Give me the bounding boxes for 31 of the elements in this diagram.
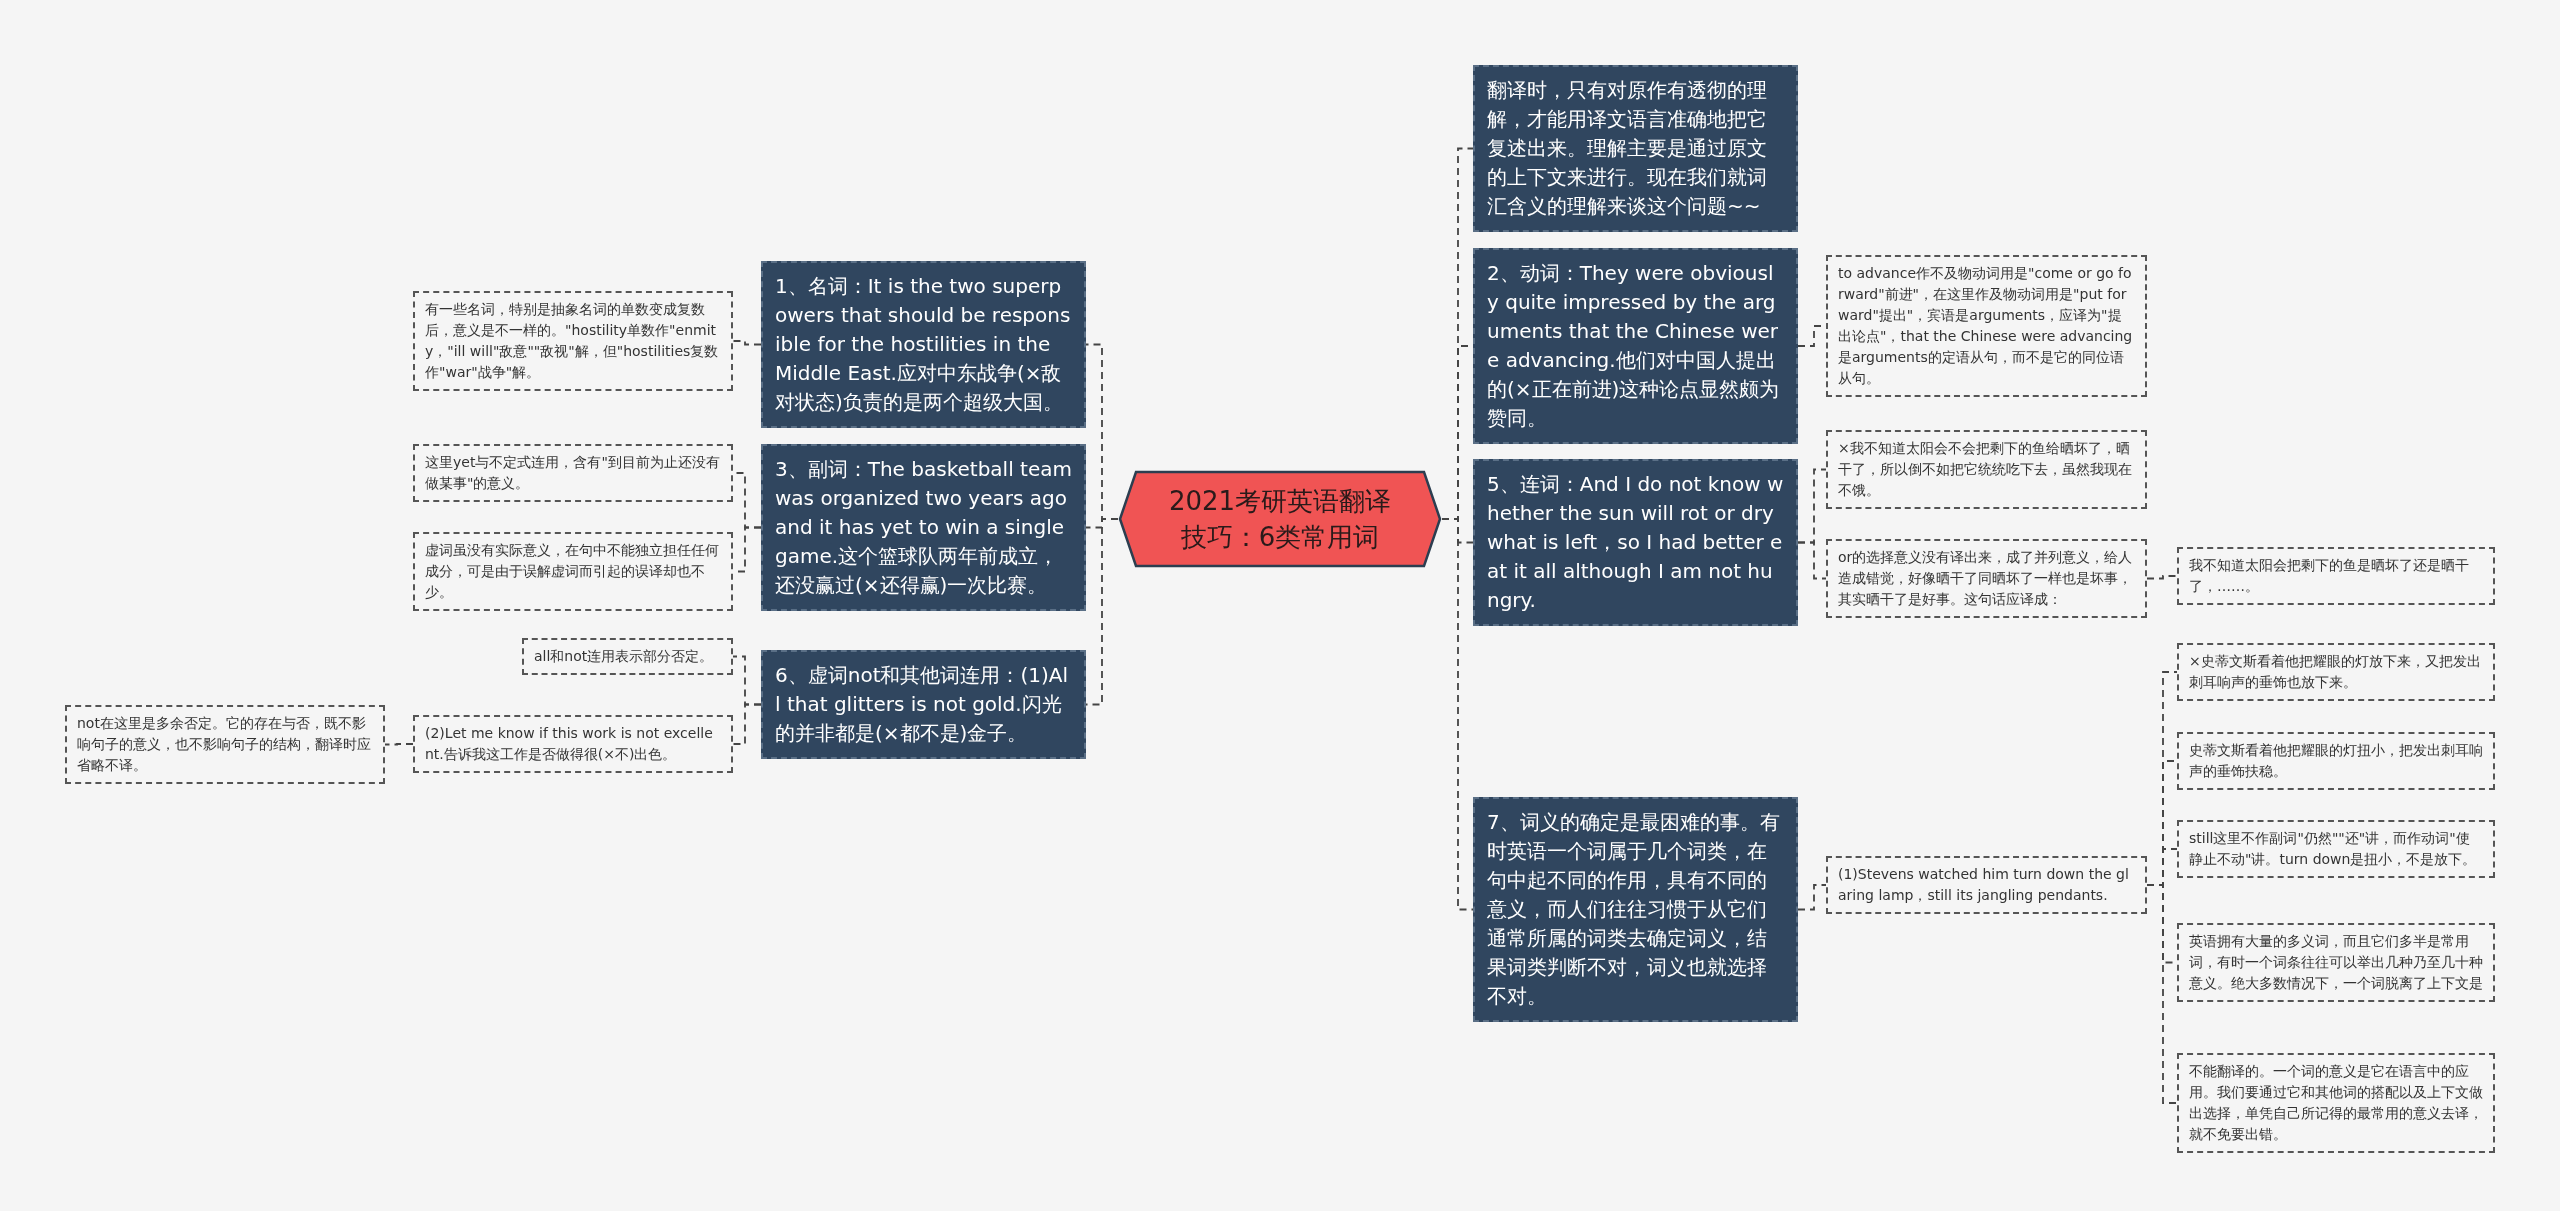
note-box: still这里不作副词"仍然""还"讲，而作动词"使静止不动"讲。turn down是扭小，不是放下。: [2177, 820, 2495, 878]
root-topic-box: 2021考研英语翻译技巧：6类常用词: [1118, 470, 1442, 568]
note-box: 史蒂文斯看着他把耀眼的灯扭小，把发出刺耳响声的垂饰扶稳。: [2177, 732, 2495, 790]
note-box: 我不知道太阳会把剩下的鱼是晒坏了还是晒干了，……。: [2177, 547, 2495, 605]
note-box: 不能翻译的。一个词的意义是它在语言中的应用。我们要通过它和其他词的搭配以及上下文做出选择，单凭自己所记得的最常用的意义去译，就不免要出错。: [2177, 1053, 2495, 1153]
topic-box: 1、名词：It is the two superpowers that should be responsible for the hostilities in the Middle East.应对中东战争(×敌对状态)负责的是两个超级大国。: [761, 261, 1086, 428]
topic-box: 7、词义的确定是最困难的事。有时英语一个词属于几个词类，在句中起不同的作用，具有不同的意义，而人们往往习惯于从它们通常所属的词类去确定词义，结果词类判断不对，词义也就选择不对。: [1473, 797, 1798, 1022]
note-box: ×史蒂文斯看着他把耀眼的灯放下来，又把发出刺耳响声的垂饰也放下来。: [2177, 643, 2495, 701]
note-box: all和not连用表示部分否定。: [522, 638, 733, 675]
connector: [384, 743, 414, 746]
note-box: (1)Stevens watched him turn down the glaring lamp，still its jangling pendants.: [1826, 856, 2147, 914]
connector: [1797, 541, 1827, 580]
note-box: 有一些名词，特别是抽象名词的单数变成复数后，意义是不一样的。"hostility单数作"enmity，"ill will"敌意""敌视"解，但"hostilities复数作"war"战争"解。: [413, 291, 733, 391]
note-box: (2)Let me know if this work is not excellent.告诉我这工作是否做得很(×不)出色。: [413, 715, 733, 773]
note-box: ×我不知道太阳会不会把剩下的鱼给晒坏了，晒干了，所以倒不如把它统统吃下去，虽然我现在不饿。: [1826, 430, 2147, 509]
note-box: to advance作不及物动词用是"come or go forward"前进"，在这里作及物动词用是"put forward"提出"，宾语是arguments，应译为"提出论点"，that the Chinese were advancing是arguments的定语从句，而不是它的同位语从句。: [1826, 255, 2147, 397]
topic-box: 5、连词：And I do not know whether the sun will rot or dry what is left，so I had better eat it all although I am not hungry.: [1473, 459, 1798, 626]
note-box: 英语拥有大量的多义词，而且它们多半是常用词，有时一个词条往往可以举出几种乃至几十种意义。绝大多数情况下，一个词脱离了上下文是: [2177, 923, 2495, 1002]
note-box: or的选择意义没有译出来，成了并列意义，给人造成错觉，好像晒干了同晒坏了一样也是坏事，其实晒干了是好事。这句话应译成：: [1826, 539, 2147, 618]
topic-box: 翻译时，只有对原作有透彻的理解，才能用译文语言准确地把它复述出来。理解主要是通过原文的上下文来进行。现在我们就词汇含义的理解来谈这个问题~~: [1473, 65, 1798, 232]
topic-box: 3、副词：The basketball team was organized two years ago and it has yet to win a single game.这个篮球队两年前成立，还没赢过(×还得赢)一次比赛。: [761, 444, 1086, 611]
connector: [732, 703, 762, 745]
note-box: not在这里是多余否定。它的存在与否，既不影响句子的意义，也不影响句子的结构，翻译时应省略不译。: [65, 705, 385, 784]
topic-box: 6、虚词not和其他词连用：(1)All that glitters is not gold.闪光的并非都是(×都不是)金子。: [761, 650, 1086, 759]
topic-box: 2、动词：They were obviously quite impressed by the arguments that the Chinese were advancing.他们对中国人提出的(×正在前进)这种论点显然颇为赞同。: [1473, 248, 1798, 444]
connector: [2146, 575, 2178, 580]
connector: [1797, 884, 1827, 911]
connector: [732, 340, 762, 346]
note-box: 虚词虽没有实际意义，在句中不能独立担任任何成分，可是由于误解虚词而引起的误译却也不少。: [413, 532, 733, 611]
note-box: 这里yet与不定式连用，含有"到目前为止还没有做某事"的意义。: [413, 444, 733, 502]
connector: [2146, 884, 2178, 1104]
